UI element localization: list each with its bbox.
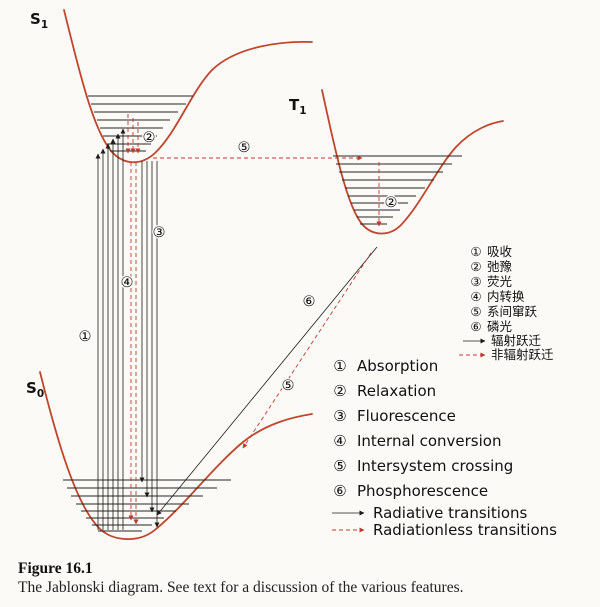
figure-label: Figure 16.1	[18, 560, 93, 577]
legend-zh-radiative-label: 辐射跃迁	[491, 333, 542, 348]
legend-zh-label-2: 弛豫	[487, 259, 513, 274]
s1-relaxation-number: ②	[143, 130, 156, 146]
legend-en-label-3: Fluorescence	[357, 407, 456, 425]
legend-zh-label-4: 内转换	[487, 289, 525, 304]
legend-en-num-3: ③	[333, 407, 346, 425]
legend-en-num-2: ②	[333, 382, 346, 400]
legend-en-num-1: ①	[333, 357, 346, 375]
legend-en-label-2: Relaxation	[357, 382, 436, 400]
internal-conversion-arrows	[128, 162, 139, 525]
s1-potential-curve	[63, 9, 313, 164]
legend-zh-num-5: ⑤	[470, 304, 481, 319]
s0-letter: S	[26, 379, 37, 397]
internal-conversion-number: ④	[121, 275, 134, 291]
legend-zh-label-5: 系间窜跃	[487, 304, 538, 319]
s0-potential-curve	[39, 371, 313, 540]
legend-en-radiative-label: Radiative transitions	[373, 504, 528, 522]
legend-zh-label-3: 荧光	[487, 274, 512, 289]
legend-en-label-5: Intersystem crossing	[357, 457, 513, 475]
t1-vibrational-levels	[333, 155, 462, 225]
legend-en-label-6: Phosphorescence	[357, 482, 488, 500]
legend-zh-num-4: ④	[470, 289, 481, 304]
legend-english: ① Absorption ② Relaxation ③ Fluorescence…	[332, 357, 557, 539]
absorption-number: ①	[79, 329, 92, 345]
figure-caption-text: The Jablonski diagram. See text for a di…	[18, 579, 464, 596]
legend-zh-radiationless-label: 非辐射跃迁	[491, 347, 554, 362]
t1-relaxation-number: ②	[385, 195, 398, 211]
isc-top-number: ⑤	[238, 140, 251, 156]
legend-en-label-1: Absorption	[357, 357, 438, 375]
isc-diagonal-number: ⑤	[282, 378, 295, 394]
diagram-number-labels: ① ② ③ ④ ⑤ ② ⑥ ⑤	[77, 129, 399, 396]
t1-potential-curve	[321, 89, 504, 235]
legend-zh-num-2: ②	[470, 259, 481, 274]
legend-en-radiationless-label: Radiationless transitions	[373, 521, 557, 539]
legend-en-label-4: Internal conversion	[357, 432, 501, 450]
legend-chinese: ① 吸收 ② 弛豫 ③ 荧光 ④ 内转换 ⑤ 系间窜跃 ⑥ 磷光 辐射跃迁 非辐…	[459, 244, 554, 362]
single-transition-arrows	[153, 155, 382, 516]
s0-subscript: 0	[37, 388, 44, 400]
legend-zh-num-3: ③	[470, 274, 481, 289]
s1-letter: S	[30, 10, 41, 28]
s0-state-label: S0	[26, 379, 44, 400]
fluorescence-number: ③	[153, 225, 166, 241]
legend-zh-label-1: 吸收	[487, 244, 513, 259]
legend-zh-label-6: 磷光	[487, 319, 512, 334]
s1-state-label: S1	[30, 10, 48, 31]
legend-en-num-5: ⑤	[333, 457, 346, 475]
legend-en-num-4: ④	[333, 432, 346, 450]
t1-state-label: T1	[289, 96, 307, 117]
s1-relaxation-arrows	[125, 114, 141, 154]
legend-zh-num-6: ⑥	[470, 319, 481, 334]
jablonski-diagram: S1 T1 S0 ① ② ③ ④ ⑤ ② ⑥ ⑤ ① 吸收 ② 弛豫 ③ 荧光 …	[26, 9, 557, 540]
t1-letter: T	[289, 96, 300, 114]
figure-caption: Figure 16.1 The Jablonski diagram. See t…	[0, 552, 600, 597]
legend-en-num-6: ⑥	[333, 482, 346, 500]
absorption-arrows	[95, 128, 126, 530]
fluorescence-arrows	[139, 161, 160, 528]
legend-zh-num-1: ①	[470, 244, 481, 259]
t1-subscript: 1	[299, 105, 306, 117]
phosphorescence-arrow	[156, 246, 378, 516]
intersystem-crossing-diagonal-arrow	[242, 252, 372, 449]
s1-subscript: 1	[41, 19, 48, 31]
phosphorescence-number: ⑥	[303, 294, 316, 310]
